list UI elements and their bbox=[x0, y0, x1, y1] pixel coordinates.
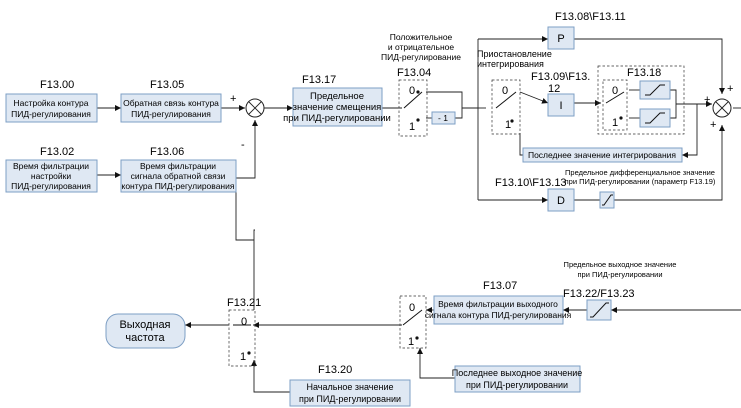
output-switch-frame bbox=[399, 295, 427, 349]
code-f13-17: F13.17 bbox=[302, 74, 336, 86]
code-f13-10: F13.10\F13.13 bbox=[495, 177, 567, 189]
pause-note-2: интегрирования bbox=[477, 59, 544, 69]
posneg-switch bbox=[403, 90, 423, 122]
d-label: D bbox=[557, 195, 565, 207]
code-f13-20: F13.20 bbox=[318, 364, 352, 376]
initial-value-label-1: Начальное значение bbox=[306, 382, 393, 392]
offset-limit-block bbox=[292, 87, 383, 127]
output-frequency-label-1: Выходная bbox=[119, 319, 170, 331]
diff-limit-note-2: при ПИД-регулировании (параметр F13.19) bbox=[565, 177, 716, 186]
last-integration-label: Последнее значение интегрирования bbox=[528, 150, 676, 160]
posneg-switch-pos-0: 0 bbox=[409, 85, 415, 97]
output-frequency-label-2: частота bbox=[125, 332, 165, 344]
output-switch bbox=[402, 309, 423, 340]
i-label: I bbox=[559, 100, 562, 112]
integral-limit-switch bbox=[605, 91, 625, 120]
diff-limit-note-1: Предельное дифференциальное значение bbox=[565, 168, 715, 177]
pause-switch-pos-1: 1 bbox=[505, 119, 511, 131]
code-f13-06: F13.06 bbox=[150, 146, 184, 158]
out-limit-note-1: Предельное выходное значение bbox=[564, 260, 677, 269]
pause-switch-frame bbox=[491, 79, 521, 135]
filter-feedback-block bbox=[120, 159, 237, 193]
output-limiter-curve bbox=[590, 302, 609, 318]
setpoint-block bbox=[5, 93, 98, 123]
output-filter-label-1: Время фильтрации выходного bbox=[438, 299, 558, 309]
filter-setpoint-label-3: ПИД-регулирования bbox=[11, 181, 91, 191]
integral-limit-frame bbox=[597, 65, 685, 135]
output-switch-pos-0: 0 bbox=[409, 302, 415, 314]
sum-plus-sign: + bbox=[230, 93, 236, 105]
posneg-note-3: ПИД-регулирование bbox=[381, 52, 461, 62]
filter-setpoint-label-1: Время фильтрации bbox=[13, 161, 89, 171]
posneg-note-1: Положительное bbox=[390, 32, 453, 42]
output-filter-block bbox=[433, 295, 564, 325]
sum-minus-sign: - bbox=[241, 139, 245, 151]
feedback-label-2: ПИД-регулирования bbox=[131, 109, 211, 119]
filter-feedback-label-3: контура ПИД-регулирования bbox=[122, 181, 235, 191]
code-f13-04: F13.04 bbox=[397, 67, 431, 79]
integral-limit-switch-frame bbox=[602, 79, 628, 131]
limiter-curve-upper bbox=[645, 84, 665, 96]
summing-junction-input bbox=[245, 98, 265, 118]
limit-switch-pos-1: 1 bbox=[612, 117, 618, 129]
last-integration-block bbox=[522, 147, 683, 163]
output-filter-label-2: сигнала контура ПИД-регулирования bbox=[425, 310, 572, 320]
setpoint-label-2: ПИД-регулирования bbox=[11, 109, 91, 119]
p-block bbox=[547, 26, 575, 50]
negate-label: - 1 bbox=[438, 113, 448, 123]
code-f13-08: F13.08\F13.11 bbox=[555, 11, 626, 23]
code-f13-05: F13.05 bbox=[150, 79, 184, 91]
final-switch bbox=[233, 324, 251, 355]
initial-value-label-2: при ПИД-регулировании bbox=[299, 394, 401, 404]
out-sum-plus-top: + bbox=[727, 83, 733, 95]
i-block bbox=[547, 93, 575, 117]
filter-feedback-label-1: Время фильтрации bbox=[140, 161, 216, 171]
final-switch-frame bbox=[228, 309, 256, 367]
out-sum-plus-bottom: + bbox=[710, 119, 716, 131]
last-output-label-2: при ПИД-регулировании bbox=[466, 380, 568, 390]
p-label: P bbox=[557, 33, 564, 45]
pause-switch bbox=[495, 91, 517, 123]
summing-junction-output bbox=[712, 98, 732, 118]
code-f13-09: F13.09\F13. bbox=[531, 71, 590, 83]
posneg-switch-pos-1: 1 bbox=[409, 121, 415, 133]
code-f13-18: F13.18 bbox=[627, 67, 661, 79]
last-output-block bbox=[454, 365, 581, 393]
output-switch-pos-1: 1 bbox=[408, 336, 414, 348]
offset-label-1: Предельное bbox=[310, 91, 364, 102]
code-f13-07: F13.07 bbox=[483, 280, 517, 292]
last-output-label-1: Последнее выходное значение bbox=[452, 368, 583, 378]
out-limit-note-2: при ПИД-регулировании bbox=[577, 270, 662, 279]
code-f13-02: F13.02 bbox=[40, 146, 74, 158]
code-f13-09-cont: 12 bbox=[548, 83, 560, 95]
final-switch-pos-1: 1 bbox=[240, 351, 246, 363]
filter-setpoint-label-2: настройки bbox=[31, 171, 71, 181]
initial-value-block bbox=[289, 379, 411, 407]
final-switch-pos-0: 0 bbox=[241, 316, 247, 328]
code-f13-21: F13.21 bbox=[227, 297, 261, 309]
d-block bbox=[547, 188, 575, 212]
out-sum-plus-left: + bbox=[704, 94, 710, 106]
filter-setpoint-block bbox=[5, 159, 98, 193]
pause-note-1: Приостановление bbox=[477, 49, 552, 59]
negate-block bbox=[431, 111, 456, 125]
setpoint-label-1: Настройка контура bbox=[13, 98, 88, 108]
feedback-block bbox=[120, 93, 222, 123]
posneg-switch-frame bbox=[398, 79, 428, 137]
posneg-note-2: и отрицательное bbox=[388, 42, 454, 52]
diff-limiter-curve bbox=[602, 194, 613, 206]
offset-label-2: значение смещения bbox=[293, 102, 382, 113]
limit-switch-pos-0: 0 bbox=[612, 85, 618, 97]
connection-lines bbox=[97, 36, 741, 393]
filter-feedback-label-2: сигнала обратной связи bbox=[131, 171, 226, 181]
output-frequency-block bbox=[105, 313, 186, 349]
pause-switch-pos-0: 0 bbox=[502, 85, 508, 97]
offset-label-3: при ПИД-регулировании bbox=[283, 113, 391, 124]
code-f13-00: F13.00 bbox=[40, 79, 74, 91]
code-f13-22: F13.22/F13.23 bbox=[563, 288, 635, 300]
feedback-label-1: Обратная связь контура bbox=[123, 98, 219, 108]
limiter-curve-lower bbox=[645, 112, 665, 124]
